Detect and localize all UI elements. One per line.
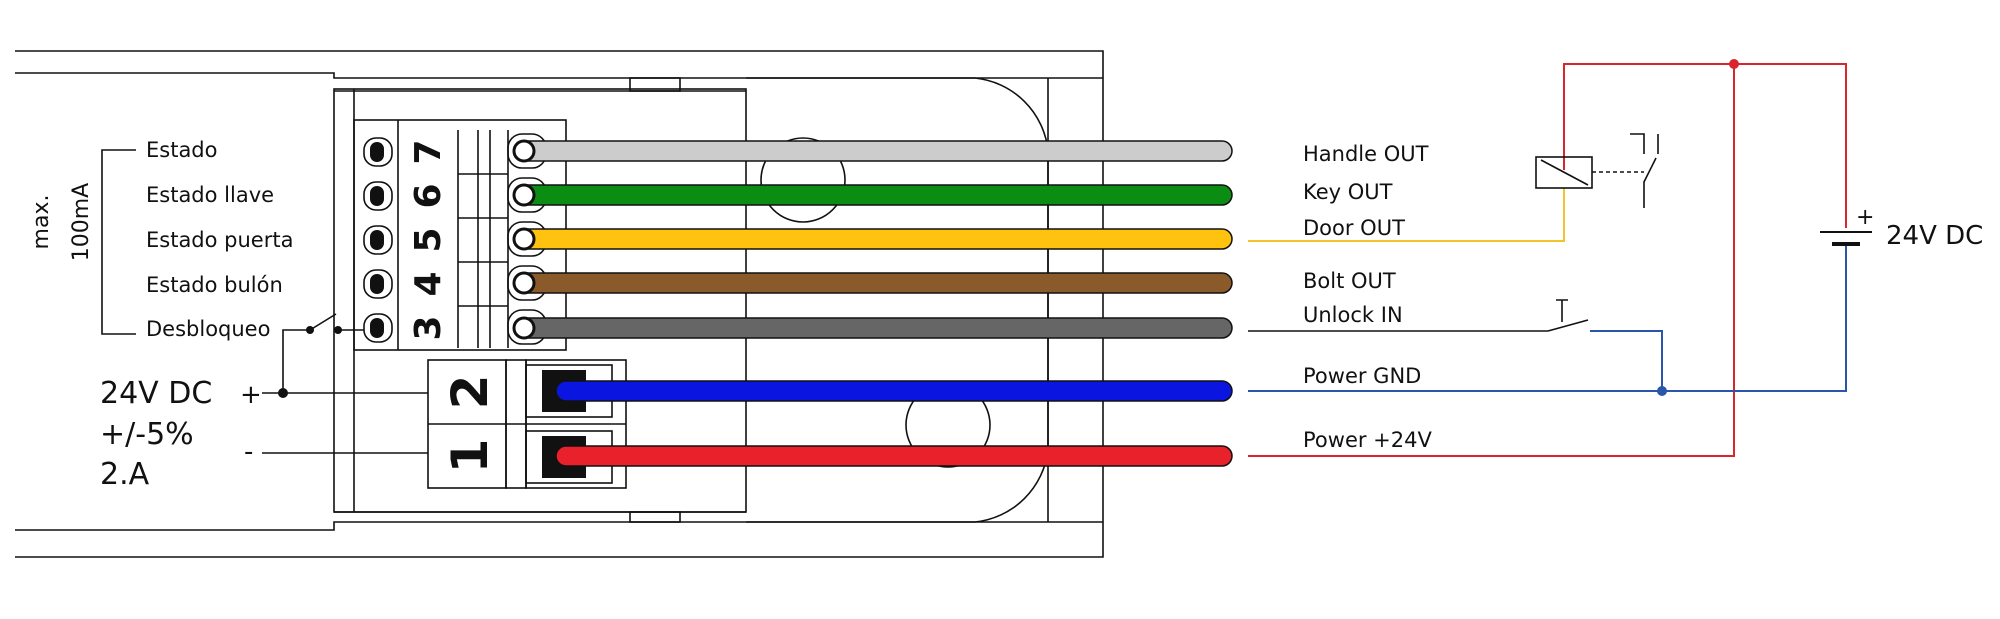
tb-pin-left <box>363 269 393 299</box>
supply-tolerance: +/-5% <box>100 417 194 452</box>
clip-bottom <box>629 511 681 523</box>
wire-labels: Handle OUT Key OUT Door OUT Bolt OUT Unl… <box>1303 142 1432 452</box>
unlock-in-label: Unlock IN <box>1303 303 1403 327</box>
door-line <box>1248 188 1565 242</box>
wire-pos <box>555 445 1233 467</box>
tb-row-4 <box>363 265 547 301</box>
terminal-block-lower: 2 1 <box>427 359 627 489</box>
current-label: 100mA <box>69 183 94 261</box>
tb-pin-left <box>363 181 393 211</box>
wire-end <box>512 139 536 163</box>
terminal-number-1: 1 <box>441 439 499 474</box>
tb-pin-left <box>363 137 393 167</box>
tb-row-5 <box>363 221 547 257</box>
unlock-return-line <box>1590 330 1663 391</box>
estado-bulon-label: Estado bulón <box>146 273 283 297</box>
battery-label: 24V DC <box>1886 221 1983 251</box>
battery-plus: + <box>1856 205 1874 230</box>
housing-inner-top <box>15 72 1103 79</box>
supply-labels: 24V DC +/-5% 2.A + - <box>100 376 428 492</box>
wire-door <box>515 228 1233 250</box>
estado-label: Estado <box>146 138 218 162</box>
door-out-label: Door OUT <box>1303 216 1405 240</box>
bolt-out-label: Bolt OUT <box>1303 269 1396 293</box>
tb-screw <box>370 230 384 250</box>
relay-contact <box>1630 133 1657 208</box>
wire-unlock <box>515 317 1233 339</box>
terminal-number-6: 6 <box>408 183 449 208</box>
mount-hole-upper <box>760 137 846 223</box>
tb-screw <box>370 142 384 162</box>
housing-inner-bottom <box>15 521 1103 531</box>
desbloqueo-label: Desbloqueo <box>146 317 270 341</box>
wire-key <box>515 184 1233 206</box>
junction-dot <box>1657 386 1667 396</box>
tb-screw <box>370 274 384 294</box>
unlock-switch-wire <box>282 329 310 393</box>
wire-end <box>512 316 536 340</box>
wire-handle <box>515 140 1233 162</box>
estado-llave-label: Estado llave <box>146 183 274 207</box>
ground-line <box>1248 246 1847 392</box>
relay-diagonal <box>1540 159 1589 186</box>
max-label: max. <box>29 195 54 250</box>
pushbutton-lever <box>1547 319 1589 332</box>
wire-end <box>512 183 536 207</box>
positive-line <box>1248 63 1847 457</box>
tb-screw <box>370 318 384 338</box>
pushbutton-actuator <box>1556 299 1568 322</box>
status-bracket <box>101 149 136 335</box>
wire-gnd <box>555 380 1233 402</box>
supply-voltage: 24V DC <box>100 376 212 411</box>
terminal-block-upper: 7 6 5 4 3 <box>353 119 567 351</box>
terminal-number-3: 3 <box>408 315 449 340</box>
left-labels: max. 100mA Estado Estado llave Estado pu… <box>29 138 364 393</box>
junction-dot <box>1729 59 1739 69</box>
key-out-label: Key OUT <box>1303 180 1393 204</box>
external-circuit: + 24V DC <box>1248 59 1983 457</box>
terminal-number-5: 5 <box>408 227 449 252</box>
power-24v-label: Power +24V <box>1303 428 1432 452</box>
device-housing <box>15 50 1104 558</box>
power-gnd-label: Power GND <box>1303 364 1421 388</box>
junction-dot <box>278 388 288 398</box>
wires <box>512 139 1233 467</box>
terminal-number-4: 4 <box>408 271 449 296</box>
wire-end <box>512 271 536 295</box>
supply-plus: + <box>240 380 262 410</box>
tb-row-6 <box>363 177 547 213</box>
terminal-number-7: 7 <box>408 139 449 164</box>
terminal-number-2: 2 <box>441 375 499 410</box>
wire-bolt <box>515 272 1233 294</box>
handle-out-label: Handle OUT <box>1303 142 1429 166</box>
tb-screw <box>370 186 384 206</box>
tb-pin-left <box>363 313 393 343</box>
estado-puerta-label: Estado puerta <box>146 228 293 252</box>
supply-minus: - <box>244 437 253 467</box>
wire-end <box>512 227 536 251</box>
tb-pin-left <box>363 225 393 255</box>
switch-lever <box>309 313 337 331</box>
supply-current: 2.A <box>100 457 150 492</box>
housing-outline <box>15 50 1104 558</box>
